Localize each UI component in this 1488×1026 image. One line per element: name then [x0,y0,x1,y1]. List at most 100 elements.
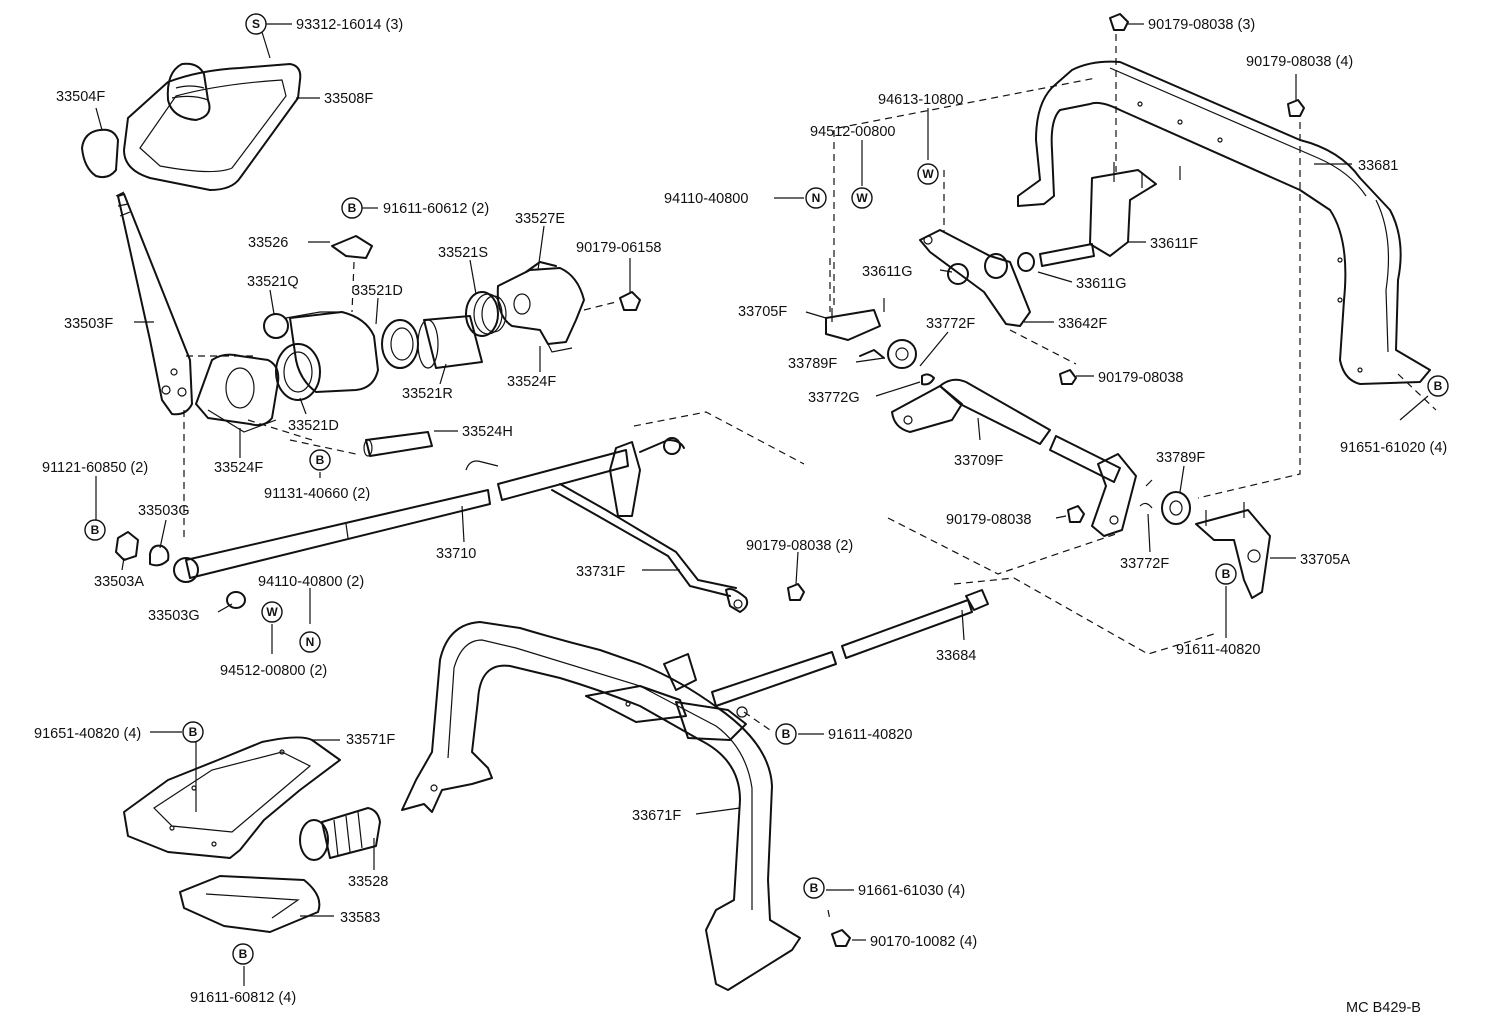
shift-knob-33504F [81,128,119,179]
symbol-s-marker: S [245,13,267,35]
label-94512-00800: 94512-00800 [810,124,895,140]
label-90179-06158: 90179-06158 [576,240,661,256]
label-33642F: 33642F [1058,316,1107,332]
label-33508F: 33508F [324,91,373,107]
symbol-w-text: W [856,191,868,205]
label-91611-40820-right: 91611-40820 [1176,642,1260,658]
symbol-w-text: W [266,605,278,619]
symbol-b-marker: B [232,943,254,965]
label-90179-08038-3: 90179-08038 (3) [1148,17,1255,33]
bushing-33503G-top [149,544,170,567]
symbol-b-text: B [782,727,791,741]
label-33521Q: 33521Q [247,274,299,290]
bushing-33521D [381,319,419,369]
bushing-33789F-top [859,339,917,369]
label-94613-10800: 94613-10800 [878,92,963,108]
label-33524H: 33524H [462,424,513,440]
symbol-b-text: B [1434,379,1443,393]
label-90179-08038-lower: 90179-08038 [946,512,1031,528]
label-33503F: 33503F [64,316,113,332]
symbol-b-marker: B [1427,375,1449,397]
symbol-s-text: S [252,17,260,31]
label-33527E: 33527E [515,211,565,227]
label-91651-61020: 91651-61020 (4) [1340,440,1447,456]
label-90179-08038-2: 90179-08038 (2) [746,538,853,554]
symbol-b-text: B [316,453,325,467]
symbol-w-marker: W [851,187,873,209]
bushing-33503G-bottom [226,591,246,609]
label-91661-61030: 91661-61030 (4) [858,883,965,899]
symbol-n-marker: N [805,187,827,209]
nut-90179-08038-right [1059,369,1085,523]
bushing-33611G [947,252,1035,285]
symbol-n-text: N [306,635,315,649]
nut-90179-08038-crossmember [1109,13,1305,117]
label-33705A: 33705A [1300,552,1350,568]
shift-spring-33521S [465,291,507,337]
label-33705F: 33705F [738,304,787,320]
label-33772G: 33772G [808,390,860,406]
symbol-n-text: N [812,191,821,205]
shift-link-33731F [551,483,749,613]
label-90179-08038-4: 90179-08038 (4) [1246,54,1353,70]
label-33731F: 33731F [576,564,625,580]
label-33681: 33681 [1358,158,1398,174]
shift-lever-retainer-33524F [195,353,280,433]
cover-plate-33583 [179,875,321,933]
symbol-b-text: B [1222,567,1231,581]
label-91651-40820: 91651-40820 (4) [34,726,141,742]
label-33521D-upper: 33521D [352,283,403,299]
label-94110-40800: 94110-40800 [664,191,748,207]
shift-bracket-33527E [496,261,585,353]
bracket-33611F [1039,162,1181,267]
cross-shaft-33709F [891,378,1137,537]
label-33684: 33684 [936,648,976,664]
label-91611-40820-left: 91611-40820 [828,727,912,743]
label-91131-40660: 91131-40660 (2) [264,486,370,502]
label-90179-08038-right: 90179-08038 [1098,370,1183,386]
label-33521D-lower: 33521D [288,418,339,434]
label-91611-60612: 91611-60612 (2) [383,201,489,217]
clip-33526 [331,235,373,259]
symbol-b-marker: B [1215,563,1237,585]
leader-lines [95,23,1429,986]
label-33710: 33710 [436,546,476,562]
label-33772F-upper: 33772F [926,316,975,332]
shift-boot-33508F [123,62,302,191]
shift-lever-33503F [115,191,193,416]
label-33571F: 33571F [346,732,395,748]
symbol-n-marker: N [299,631,321,653]
label-33611G-left: 33611G [862,264,913,280]
label-93312-16014: 93312-16014 (3) [296,17,403,33]
shift-rod-33710 [173,489,491,583]
symbol-b-text: B [239,947,248,961]
label-33504F: 33504F [56,89,105,105]
label-33789F-upper: 33789F [788,356,837,372]
symbol-b-text: B [91,523,100,537]
bracket-33705F [825,298,885,341]
pin-33524H [363,431,433,457]
symbol-b-text: B [189,725,198,739]
part-labels: 93312-16014 (3) 33508F 33504F 91611-6061… [34,17,1447,1016]
symbol-w-text: W [922,167,934,181]
bushing-33789F-bottom [1139,479,1191,525]
symbol-b-marker: B [84,519,106,541]
lever-33642F [919,229,1031,327]
label-94512-00800-2: 94512-00800 (2) [220,663,327,679]
label-33789F-lower: 33789F [1156,450,1205,466]
label-33521R: 33521R [402,386,453,402]
label-33524F-lower: 33524F [214,460,263,476]
shift-cover-plate-33571F [123,736,341,859]
label-33671F: 33671F [632,808,681,824]
symbol-b-marker: B [775,723,797,745]
support-tube-33671F [401,621,801,991]
assembly-guide-lines [183,34,1437,921]
shift-rod-front-33710 [465,437,685,517]
label-94110-40800-2: 94110-40800 (2) [258,574,364,590]
control-rod-33684 [711,589,989,707]
symbol-b-text: B [348,201,357,215]
bracket-33705A [1195,502,1271,599]
label-33709F: 33709F [954,453,1003,469]
